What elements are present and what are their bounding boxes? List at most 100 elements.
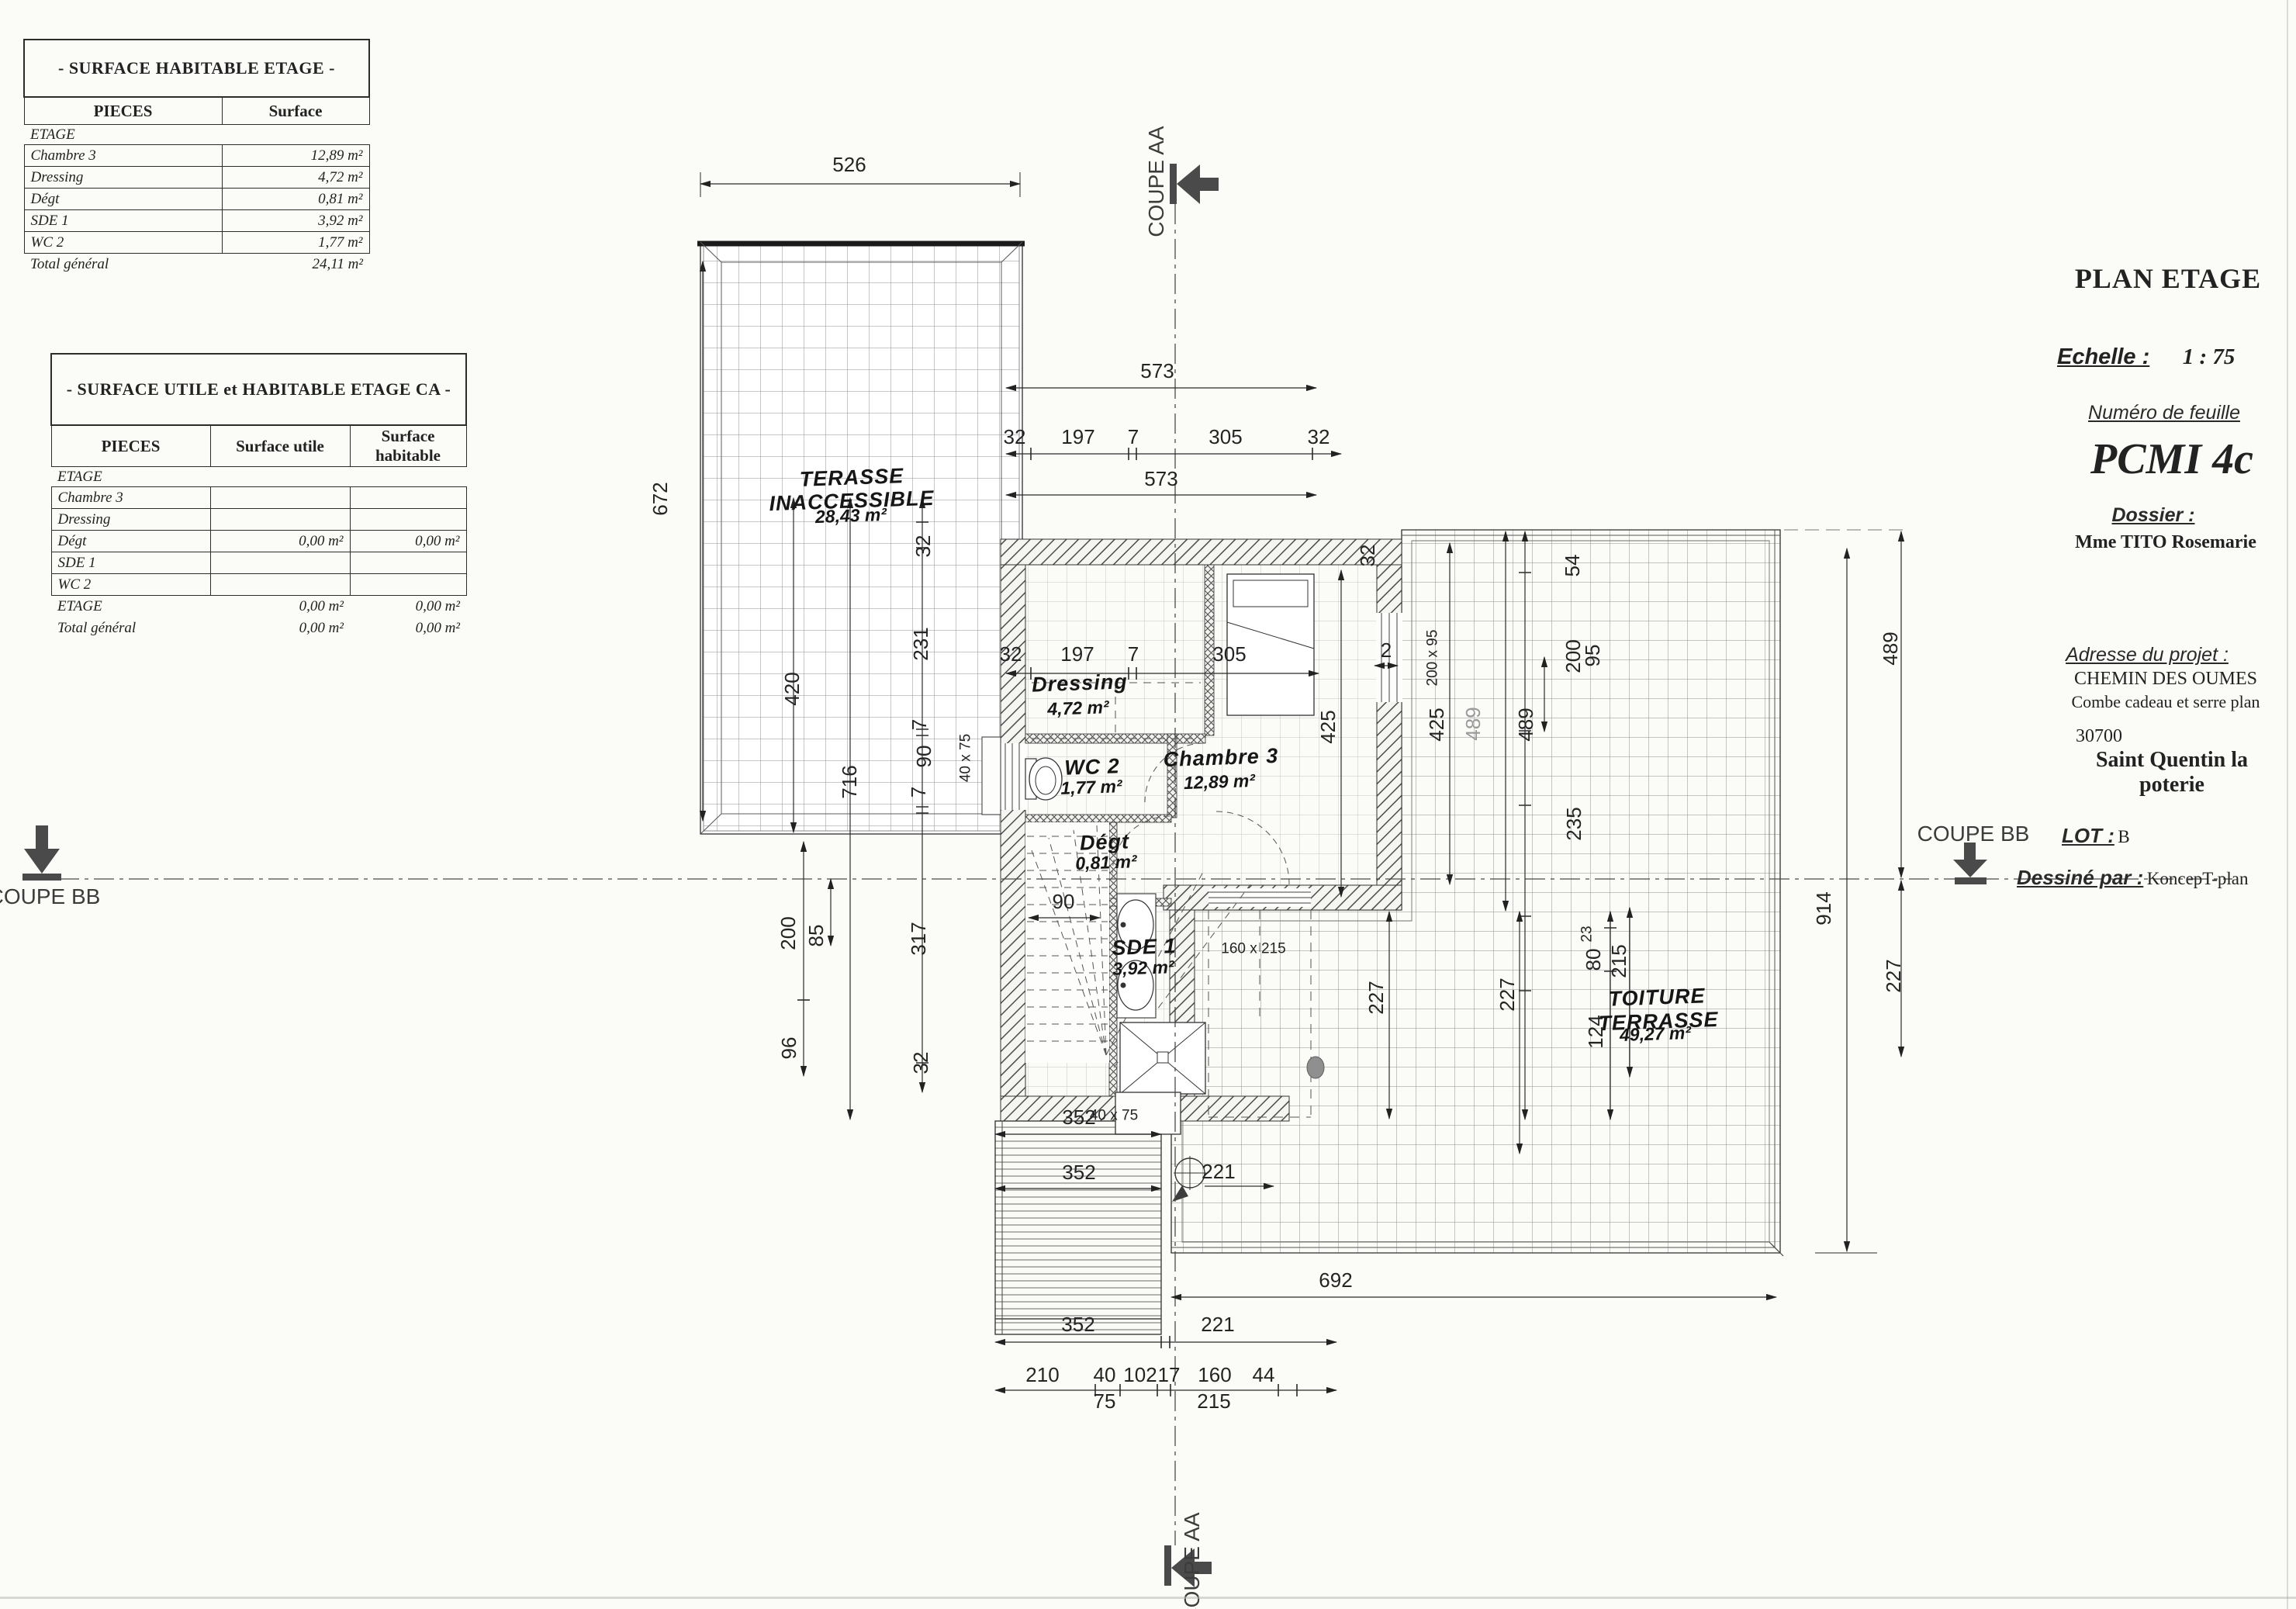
- room-label-degt: Dégt: [1079, 829, 1130, 855]
- windows: [981, 613, 1402, 907]
- section-bb-bar-right: [1955, 877, 1987, 884]
- dim-label: 32: [1356, 544, 1379, 567]
- dim-label: 215: [1607, 944, 1630, 978]
- fixtures: [1025, 573, 1315, 1095]
- table-cell: WC 2: [50, 573, 211, 596]
- room-label-toiture: TOITURE: [1607, 984, 1706, 1011]
- table-row: Chambre 3: [50, 486, 467, 509]
- footer-value: 0,00 m²: [415, 598, 460, 614]
- terrace-inaccessible: [697, 240, 1025, 835]
- dim-label: 716: [838, 765, 861, 799]
- postal-code: 30700: [2076, 726, 2122, 746]
- footer-value: 0,00 m²: [299, 598, 344, 614]
- dim-label: 7: [908, 718, 931, 731]
- dim-label: 231: [909, 627, 932, 661]
- dim-label: 90: [912, 745, 935, 768]
- table-cell: SDE 1: [50, 552, 211, 574]
- table-surface-habitable: - SURFACE HABITABLE ETAGE - PIECES Surfa…: [23, 39, 370, 275]
- table-cell: Dressing: [23, 166, 223, 189]
- dim-label: 526: [832, 153, 866, 176]
- dim-label: 425: [1425, 708, 1448, 742]
- dim-label: 420: [780, 672, 804, 706]
- staircase: [1025, 822, 1251, 1068]
- table-cell: 4,72 m²: [221, 166, 370, 189]
- dim-label: 235: [1562, 807, 1585, 841]
- dim-label: 914: [1812, 891, 1835, 926]
- dim-label: 23: [1578, 926, 1596, 943]
- table-row: SDE 1: [50, 552, 467, 574]
- dim-label: 75: [1093, 1389, 1116, 1413]
- door-arcs: [1112, 742, 1290, 885]
- dossier-label: Dossier :: [2111, 504, 2195, 526]
- footer-label: ETAGE: [57, 598, 102, 614]
- table-cell: WC 2: [23, 231, 223, 254]
- dim-label: 352: [1062, 1106, 1096, 1129]
- table-cell: SDE 1: [23, 209, 223, 232]
- room-area-toiture: 49,27 m²: [1619, 1022, 1692, 1046]
- total-value: 0,00 m²: [415, 620, 460, 636]
- city-name: Saint Quentin la poterie: [2095, 748, 2249, 798]
- room-area-wc2: 1,77 m²: [1060, 776, 1123, 798]
- room-label-dressing: Dressing: [1031, 670, 1129, 697]
- total-label: Total général: [30, 256, 109, 272]
- table-cell: [209, 486, 351, 509]
- dim-label: 489: [1461, 707, 1485, 741]
- scan-edge-right: [2287, 0, 2288, 1609]
- author-value: KoncepT-plan: [2146, 869, 2249, 888]
- table-row: WC 2: [50, 573, 467, 596]
- dim-label: 40: [1093, 1363, 1116, 1386]
- dim-label: 32: [911, 535, 935, 558]
- toilet-icon: [1025, 757, 1063, 801]
- page-title: PLAN ETAGE: [2074, 263, 2262, 294]
- dim-label: 96: [777, 1036, 800, 1060]
- total-label: Total général: [57, 620, 137, 636]
- section-aa-arrow-bottom-icon: [1171, 1548, 1212, 1587]
- dim-label: 672: [648, 482, 672, 516]
- drain-dot: [1306, 1056, 1325, 1079]
- room-area-chambre3: 12,89 m²: [1183, 770, 1256, 794]
- dim-label: 85: [804, 924, 828, 947]
- dim-label: 32: [1003, 425, 1026, 448]
- room-label-terasse: TERASSE: [799, 464, 904, 491]
- dim-label: 32: [999, 642, 1022, 666]
- table-cell: [349, 552, 467, 574]
- section-aa: [1164, 164, 1219, 1587]
- sheet-number-label: Numéro de feuille: [2088, 402, 2240, 424]
- dim-label: 197: [1061, 425, 1095, 448]
- table-surface-utile: - SURFACE UTILE et HABITABLE ETAGE CA - …: [50, 353, 467, 639]
- dim-label: 160: [1198, 1363, 1232, 1386]
- sheet-number-value: PCMI 4c: [2090, 435, 2253, 483]
- dimension-lines: [699, 172, 1910, 1396]
- dim-label: 221: [1202, 1160, 1236, 1183]
- dim-label: 489: [1879, 631, 1902, 666]
- section-aa-bar-bottom: [1164, 1545, 1171, 1586]
- scale-row: Echelle : 1 : 75: [2057, 344, 2235, 370]
- dim-label: 692: [1319, 1268, 1353, 1292]
- section-bb: [22, 825, 2232, 884]
- table-cell: [209, 552, 351, 574]
- table-cell: [349, 508, 467, 531]
- section-bb-bar-left: [22, 874, 61, 881]
- dim-label: 317: [907, 922, 930, 956]
- section-label-bb-left: COUPE BB: [0, 884, 101, 908]
- col-header-surface-habitable: Surface habitable: [349, 424, 467, 467]
- dim-label: 7: [1127, 642, 1139, 666]
- address-line1: CHEMIN DES OUMES: [2073, 669, 2258, 689]
- scale-value: 1 : 75: [2182, 344, 2235, 369]
- dim-label: 32: [1307, 425, 1330, 448]
- total-value: 0,00 m²: [299, 620, 344, 636]
- bed: [1226, 573, 1315, 716]
- dim-label: 40 x 75: [1089, 1107, 1139, 1124]
- author-label: Dessiné par :: [2017, 866, 2144, 889]
- dim-label: 215: [1197, 1389, 1231, 1413]
- dim-label: 227: [1882, 959, 1905, 993]
- dim-label: 489: [1514, 708, 1537, 742]
- lot-label: LOT :: [2062, 824, 2114, 847]
- group-row-etage: ETAGE: [24, 124, 369, 145]
- dim-label: 40 x 75: [957, 733, 974, 783]
